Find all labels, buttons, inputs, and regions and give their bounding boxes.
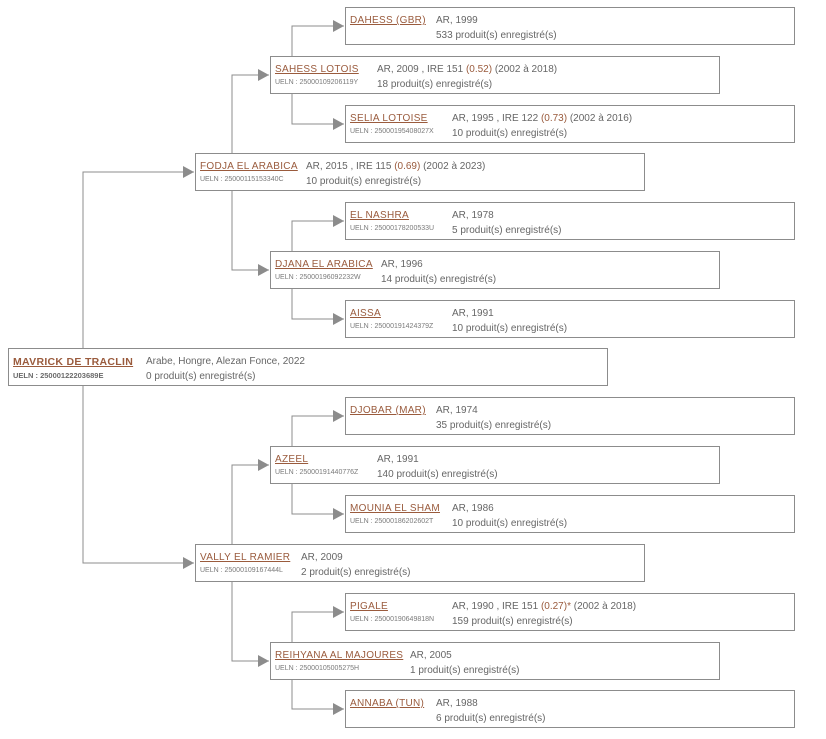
ueln-label: UELN : 25000195408027X [350, 128, 434, 135]
horse-card-dam-sire: AZEEL UELN : 25000191440776Z AR, 1991 14… [270, 446, 720, 484]
horse-name-link[interactable]: REIHYANA AL MAJOURES [275, 650, 404, 661]
info-text: AR, 2009 , IRE 151 [377, 64, 466, 75]
horse-name-link[interactable]: MOUNIA EL SHAM [350, 503, 440, 514]
ueln-label: UELN : 25000115153340C [200, 176, 284, 183]
horse-info: AR, 1986 [452, 503, 494, 514]
products-count: 14 produit(s) enregistré(s) [381, 274, 497, 285]
info-text: (2002 à 2018) [570, 601, 637, 612]
horse-card-dam-dam: REIHYANA AL MAJOURES UELN : 250001050052… [270, 642, 720, 680]
info-text: (2002 à 2016) [567, 113, 633, 124]
info-text: AR, 1990 , IRE 151 [452, 601, 541, 612]
ire-value: (0.69) [394, 161, 421, 172]
products-count: 10 produit(s) enregistré(s) [452, 323, 568, 334]
horse-info: AR, 2015 , IRE 115 (0.69) (2002 à 2023) [306, 161, 485, 172]
horse-name-link[interactable]: SAHESS LOTOIS [275, 64, 359, 75]
info-text: AR, 1991 [377, 454, 419, 465]
info-text: AR, 2005 [410, 650, 452, 661]
horse-name-link[interactable]: MAVRICK DE TRACLIN [13, 356, 134, 368]
horse-card-dam: VALLY EL RAMIER UELN : 25000109167444L A… [195, 544, 645, 582]
horse-name-link[interactable]: FODJA EL ARABICA [200, 161, 298, 172]
horse-name-link[interactable]: PIGALE [350, 601, 388, 612]
info-text: AR, 2009 [301, 552, 343, 563]
horse-info: AR, 1999 [436, 15, 478, 26]
products-count: 10 produit(s) enregistré(s) [452, 518, 568, 529]
ueln-label: UELN : 25000196092232W [275, 274, 361, 281]
products-count: 35 produit(s) enregistré(s) [436, 420, 552, 431]
horse-card-dam-dam-sire: PIGALE UELN : 25000190649818N AR, 1990 ,… [345, 593, 795, 631]
info-text: AR, 1991 [452, 308, 494, 319]
products-count: 6 produit(s) enregistré(s) [436, 713, 546, 724]
ueln-label: UELN : 25000105005275H [275, 665, 360, 672]
ueln-label: UELN : 25000178200533U [350, 225, 435, 232]
ueln-label: UELN : 25000191424379Z [350, 323, 434, 330]
horse-info: AR, 2009 [301, 552, 343, 563]
horse-info: AR, 1990 , IRE 151 (0.27)* (2002 à 2018) [452, 601, 636, 612]
horse-info: Arabe, Hongre, Alezan Fonce, 2022 [146, 356, 305, 367]
products-count: 5 produit(s) enregistré(s) [452, 225, 562, 236]
horse-info: AR, 1996 [381, 259, 423, 270]
horse-card-sire-dam-dam: AISSA UELN : 25000191424379Z AR, 1991 10… [345, 300, 795, 338]
info-text: AR, 1978 [452, 210, 494, 221]
products-count: 0 produit(s) enregistré(s) [146, 371, 256, 382]
ueln-label: UELN : 25000190649818N [350, 616, 435, 623]
horse-name-link[interactable]: DJANA EL ARABICA [275, 259, 373, 270]
ueln-label: UELN : 25000186202602T [350, 518, 434, 525]
horse-card-dam-dam-dam: ANNABA (TUN) AR, 1988 6 produit(s) enreg… [345, 690, 795, 728]
products-count: 10 produit(s) enregistré(s) [452, 128, 568, 139]
horse-info: AR, 1988 [436, 698, 478, 709]
products-count: 533 produit(s) enregistré(s) [436, 30, 557, 41]
horse-name-link[interactable]: DJOBAR (MAR) [350, 405, 426, 416]
horse-card-dam-sire-sire: DJOBAR (MAR) AR, 1974 35 produit(s) enre… [345, 397, 795, 435]
info-text: AR, 1986 [452, 503, 494, 514]
products-count: 10 produit(s) enregistré(s) [306, 176, 422, 187]
horse-info: AR, 2005 [410, 650, 452, 661]
horse-name-link[interactable]: EL NASHRA [350, 210, 410, 221]
horse-info: AR, 1991 [452, 308, 494, 319]
horse-info: AR, 1991 [377, 454, 419, 465]
info-text: AR, 1999 [436, 15, 478, 26]
ire-value: (0.27)* [540, 601, 571, 612]
horse-card-sire: FODJA EL ARABICA UELN : 25000115153340C … [195, 153, 645, 191]
horse-info: AR, 1978 [452, 210, 494, 221]
horse-name-link[interactable]: AISSA [350, 308, 381, 319]
horse-card-sire-dam: DJANA EL ARABICA UELN : 25000196092232W … [270, 251, 720, 289]
info-text: AR, 2015 , IRE 115 [306, 161, 395, 172]
horse-name-link[interactable]: VALLY EL RAMIER [200, 552, 291, 563]
ueln-label: UELN : 25000122203689E [13, 371, 104, 380]
products-count: 1 produit(s) enregistré(s) [410, 665, 520, 676]
horse-card-sire-sire: SAHESS LOTOIS UELN : 25000109206119Y AR,… [270, 56, 720, 94]
ueln-label: UELN : 25000109206119Y [275, 79, 359, 86]
horse-name-link[interactable]: SELIA LOTOISE [350, 113, 428, 124]
products-count: 159 produit(s) enregistré(s) [452, 616, 573, 627]
horse-card-dam-sire-dam: MOUNIA EL SHAM UELN : 25000186202602T AR… [345, 495, 795, 533]
ueln-label: UELN : 25000109167444L [200, 567, 283, 574]
info-text: (2002 à 2018) [492, 64, 558, 75]
horse-info: AR, 1995 , IRE 122 (0.73) (2002 à 2016) [452, 113, 632, 124]
info-text: AR, 1996 [381, 259, 423, 270]
horse-card-root: MAVRICK DE TRACLIN UELN : 25000122203689… [8, 348, 608, 386]
ire-value: (0.73) [540, 113, 568, 124]
horse-card-sire-sire-sire: DAHESS (GBR) AR, 1999 533 produit(s) enr… [345, 7, 795, 45]
products-count: 2 produit(s) enregistré(s) [301, 567, 411, 578]
horse-info: AR, 1974 [436, 405, 478, 416]
horse-card-sire-sire-dam: SELIA LOTOISE UELN : 25000195408027X AR,… [345, 105, 795, 143]
info-text: (2002 à 2023) [420, 161, 486, 172]
info-text: AR, 1974 [436, 405, 478, 416]
horse-name-link[interactable]: DAHESS (GBR) [350, 15, 426, 26]
horse-info: AR, 2009 , IRE 151 (0.52) (2002 à 2018) [377, 64, 557, 75]
info-text: AR, 1988 [436, 698, 478, 709]
products-count: 140 produit(s) enregistré(s) [377, 469, 498, 480]
ueln-label: UELN : 25000191440776Z [275, 469, 359, 476]
horse-name-link[interactable]: AZEEL [275, 454, 309, 465]
horse-name-link[interactable]: ANNABA (TUN) [350, 698, 425, 709]
products-count: 18 produit(s) enregistré(s) [377, 79, 493, 90]
info-text: AR, 1995 , IRE 122 [452, 113, 541, 124]
ire-value: (0.52) [465, 64, 493, 75]
horse-card-sire-dam-sire: EL NASHRA UELN : 25000178200533U AR, 197… [345, 202, 795, 240]
